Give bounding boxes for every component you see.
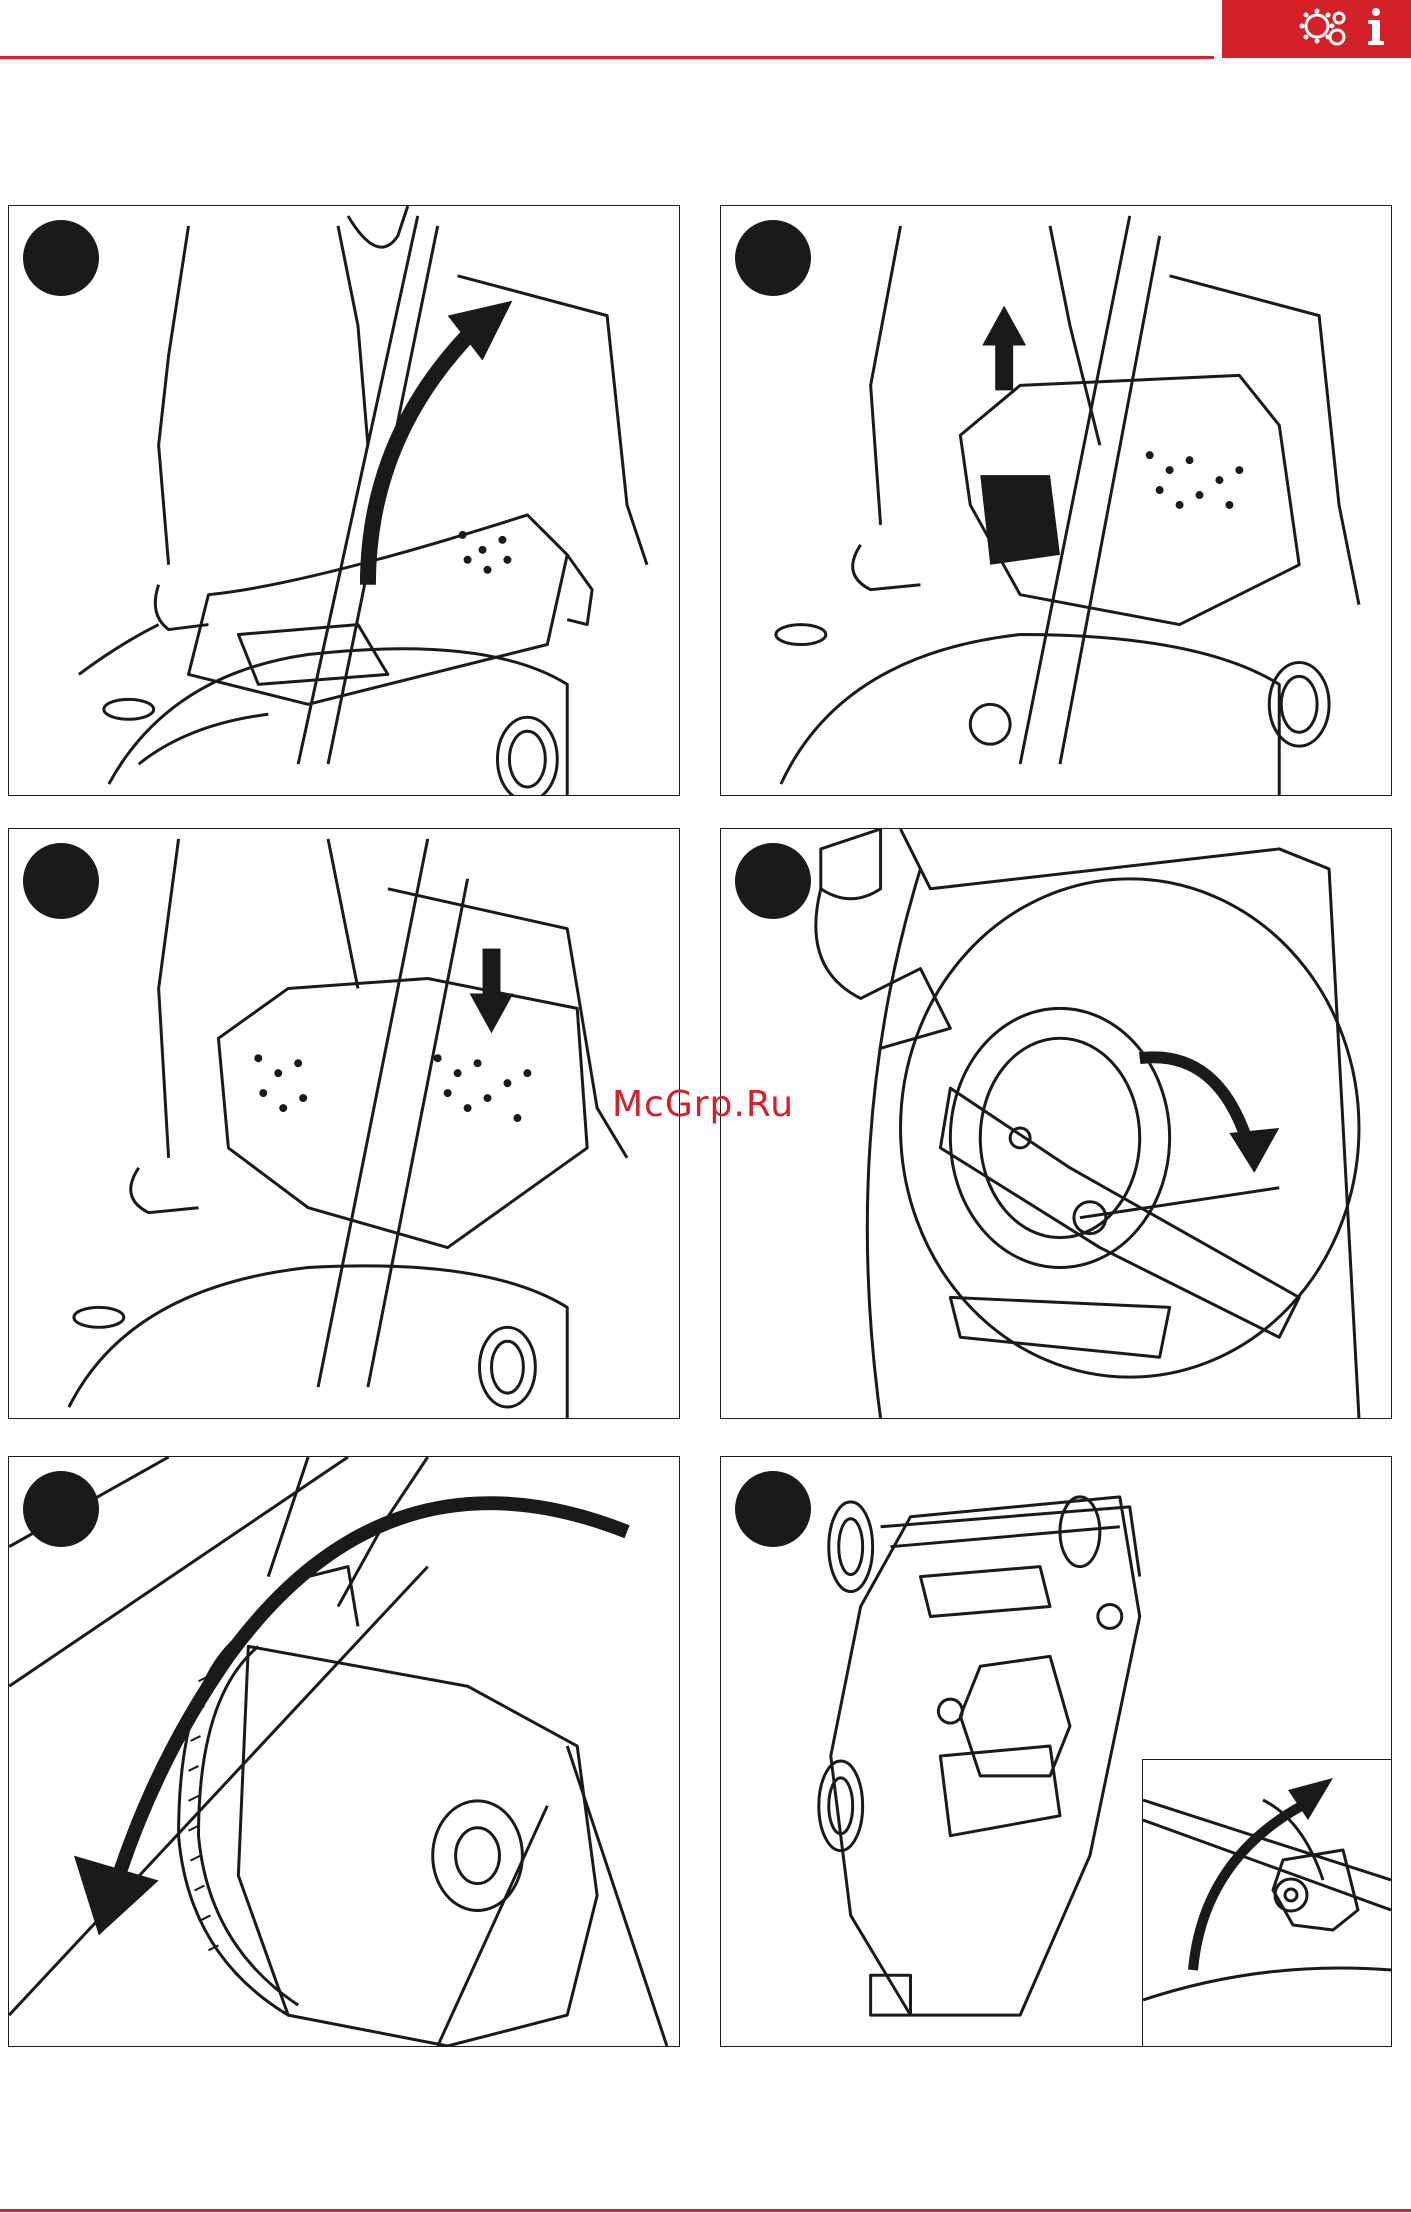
step-marker — [23, 220, 99, 296]
step-marker — [735, 1471, 811, 1547]
lawnmower-illustration — [721, 206, 1391, 795]
step-marker — [735, 220, 811, 296]
wheel-adjust-illustration — [9, 1457, 679, 2046]
panel-cutting-height — [8, 1456, 680, 2047]
header-rule — [0, 56, 1214, 59]
handle-lock-inset — [1142, 1759, 1391, 2046]
lawnmower-illustration — [9, 206, 679, 795]
step-marker — [23, 843, 99, 919]
panel-insert-grass-catcher — [8, 828, 680, 1419]
watermark: McGrp.Ru — [612, 1084, 794, 1125]
panel-remove-grass-catcher — [720, 205, 1392, 796]
step-marker — [23, 1471, 99, 1547]
lawnmower-illustration — [9, 829, 679, 1418]
header-tab — [1222, 0, 1411, 58]
blade-wrench-illustration — [721, 829, 1391, 1418]
panel-folded-handle-storage — [720, 1456, 1392, 2047]
panel-lift-catcher-flap — [8, 205, 680, 796]
lock-knob-illustration — [1143, 1760, 1391, 2046]
gears-info-icon — [1293, 4, 1403, 54]
footer-rule — [0, 2209, 1411, 2212]
step-marker — [735, 843, 811, 919]
panel-blade-removal — [720, 828, 1392, 1419]
